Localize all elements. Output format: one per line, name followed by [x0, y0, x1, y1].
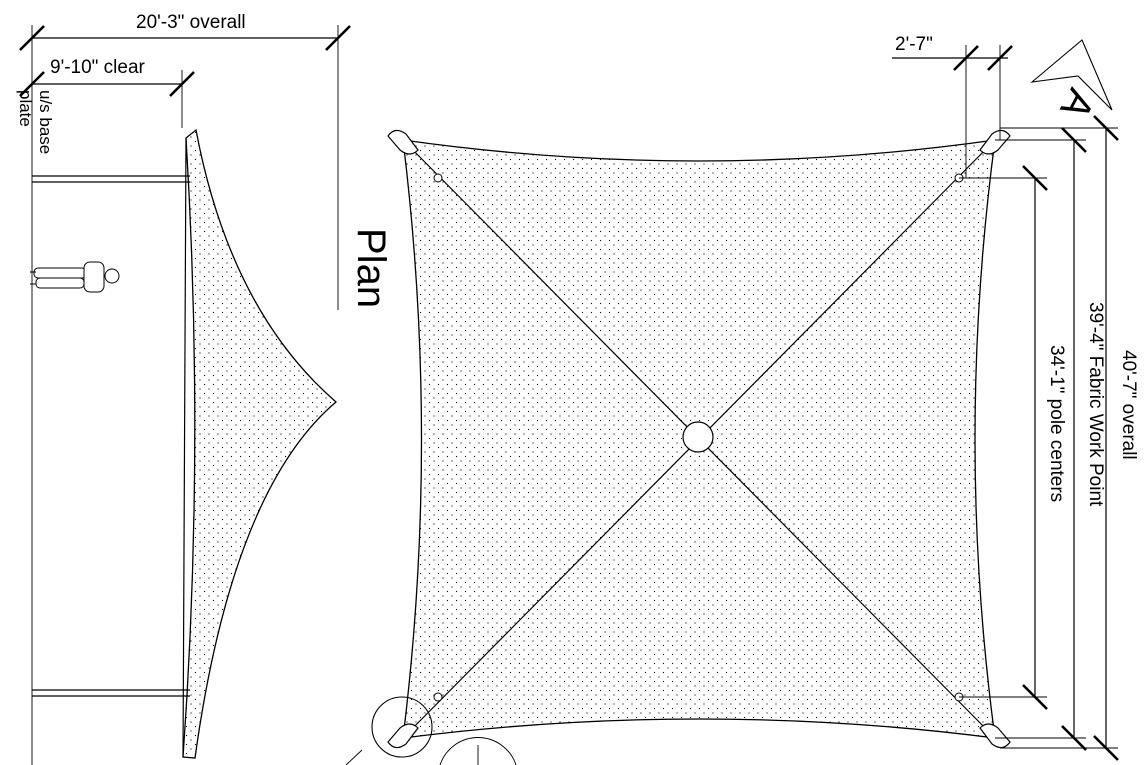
- base-plate-note-line1: u/s base: [36, 90, 55, 154]
- clear-dimension-label: 9'-10" clear: [50, 57, 146, 78]
- corner-plate-bl: [387, 723, 419, 749]
- pole-centers-label: 34'-1" pole centers: [1046, 345, 1067, 502]
- detail-callout-leader: [345, 749, 363, 765]
- fabric-elevation: [182, 128, 337, 759]
- plan-title: Plan: [349, 228, 393, 308]
- elevation-view: 20'-3" overall 9'-10" clear u/s base pla…: [16, 12, 351, 765]
- dim-tick: [19, 25, 45, 51]
- dim-tick: [19, 71, 45, 97]
- fabric-work-point-label: 39'-4" Fabric Work Point: [1085, 302, 1106, 507]
- dim-tick: [987, 45, 1013, 71]
- person-scale-figure: [30, 261, 120, 293]
- pole-marker: [433, 173, 443, 183]
- pole-marker: [433, 692, 443, 702]
- fabric-edge: [182, 137, 187, 758]
- center-ring: [682, 421, 714, 453]
- offset-dimension-label: 2'-7": [895, 34, 933, 55]
- plan-view: 2'-7" A 40'-7" overall 39'-4" Fabric Wor…: [345, 34, 1139, 765]
- detail-callout-arc: [439, 737, 517, 765]
- dim-tick: [1061, 127, 1087, 153]
- section-arrow: [1030, 39, 1113, 111]
- corner-plate-br: [979, 723, 1011, 749]
- dim-tick: [1022, 165, 1048, 191]
- dim-tick: [1093, 735, 1119, 761]
- dim-tick: [953, 45, 979, 71]
- dim-tick: [1022, 684, 1048, 710]
- dim-tick: [325, 25, 351, 51]
- dim-tick: [1093, 115, 1119, 141]
- corner-plate-tr: [979, 129, 1011, 155]
- base-plate-note-line2: plate: [16, 90, 35, 127]
- dim-tick: [169, 71, 195, 97]
- overall-dimension-label: 20'-3" overall: [136, 12, 246, 33]
- overall-plan-dimension-label: 40'-7" overall: [1118, 350, 1139, 460]
- corner-plate-tl: [387, 129, 419, 155]
- detail-callout-circle: [371, 696, 433, 758]
- dim-tick: [1061, 725, 1087, 751]
